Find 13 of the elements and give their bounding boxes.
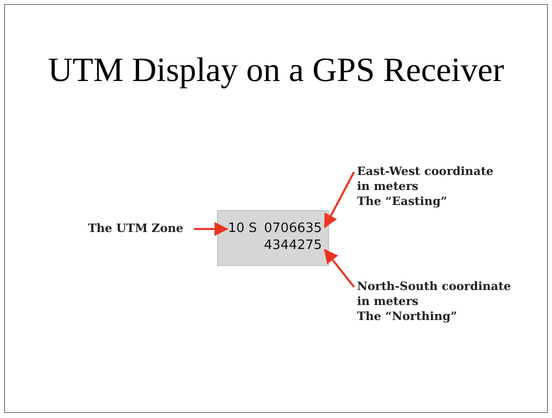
callout-label: North-South coordinate in meters [357,279,512,309]
callout-label: The UTM Zone [88,221,192,236]
callout-label: The “Northing” [357,309,458,324]
display-reading: 10 S [228,221,257,237]
leader-arrow [194,222,228,236]
leader-arrow [324,172,355,228]
display-reading: 4344275 [264,238,322,254]
leader-arrow [324,248,355,288]
slide-title: UTM Display on a GPS Receiver [46,52,506,90]
display-reading: 0706635 [264,221,322,237]
gps-display-screen [217,210,329,266]
callout-label: The “Easting” [357,194,448,209]
callout-label: East-West coordinate in meters [357,164,494,194]
